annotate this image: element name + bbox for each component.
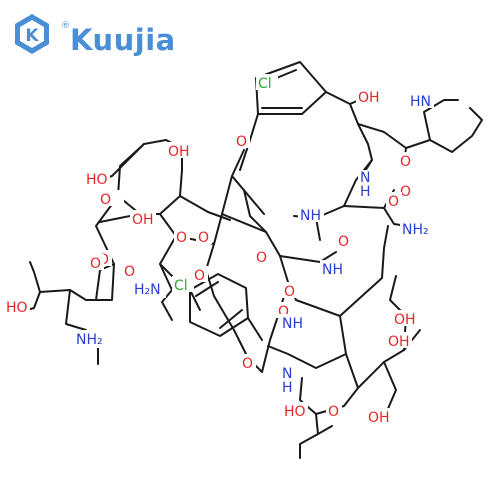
svg-text:Cl: Cl [174, 278, 188, 294]
svg-text:O: O [242, 356, 253, 372]
svg-text:H: H [282, 380, 293, 396]
svg-text:K: K [25, 26, 39, 46]
atom-o6: O [254, 248, 270, 266]
atom-ho-sugar1: HO [84, 170, 110, 188]
atom-oh4: OH [130, 210, 156, 228]
atom-h2n-sugar: H₂N [132, 280, 166, 298]
svg-text:HO: HO [86, 172, 108, 188]
atom-nh2-sugar2: NH₂ [74, 330, 108, 348]
atom-o1-top: O [234, 132, 250, 150]
svg-text:HN: HN [410, 94, 431, 110]
atom-nh4: NH [280, 314, 306, 332]
atom-oh7: OH [392, 310, 418, 328]
atom-o17: O [326, 402, 342, 420]
svg-text:Cl: Cl [258, 76, 272, 92]
atom-ho-acid: HO [282, 402, 308, 420]
svg-text:O: O [388, 194, 399, 210]
svg-text:HO: HO [6, 300, 28, 316]
atom-nh2-amide: NH₂ [400, 220, 434, 238]
atom-nh-right2: NH [320, 260, 346, 278]
svg-text:O: O [90, 256, 101, 272]
svg-text:H: H [360, 184, 371, 200]
atom-nh-mid: NH [298, 206, 324, 224]
svg-text:OH: OH [368, 410, 390, 426]
logo-registered-mark: ® [61, 21, 70, 31]
atom-ho-sugar2: HO [4, 298, 30, 316]
atom-oh11: OH [366, 408, 392, 426]
svg-text:OH: OH [394, 312, 416, 328]
atom-nh-right: N H [358, 170, 374, 200]
atom-o4: O [336, 232, 352, 250]
atom-oh-sugar-top: OH [166, 142, 192, 160]
atom-o7: O [282, 282, 298, 300]
svg-text:NH: NH [322, 262, 343, 278]
atom-cl2: Cl [172, 276, 194, 294]
svg-text:O: O [278, 304, 289, 320]
logo-hexagon-icon: K [15, 14, 49, 54]
svg-text:NH₂: NH₂ [402, 222, 429, 238]
atom-oh8: OH [386, 332, 412, 350]
svg-text:O: O [400, 184, 411, 200]
svg-text:N: N [282, 366, 292, 382]
atom-o13-ring2: O [88, 254, 104, 272]
svg-text:O: O [400, 154, 411, 170]
atom-cl1: Cl [256, 74, 278, 92]
svg-text:H₂N: H₂N [134, 282, 161, 298]
atom-o11-ring: O [122, 262, 138, 280]
atom-hn1: HN [408, 92, 434, 110]
svg-text:O: O [124, 264, 135, 280]
logo-text: Kuujia [70, 23, 176, 57]
svg-text:OH: OH [388, 334, 410, 350]
svg-text:O: O [236, 134, 247, 150]
atom-ho-ring2: O [98, 190, 124, 208]
svg-text:HO: HO [284, 404, 306, 420]
atom-o5-amide: O [386, 192, 402, 210]
svg-text:O: O [256, 250, 267, 266]
atom-o3-amide: O [398, 152, 414, 170]
svg-text:NH: NH [300, 208, 321, 224]
svg-text:OH: OH [168, 144, 190, 160]
atom-o12: O [192, 266, 208, 284]
svg-text:O: O [198, 230, 209, 246]
svg-text:OH: OH [358, 90, 380, 106]
kuujia-logo: K ® Kuujia [10, 12, 180, 57]
svg-text:O: O [328, 404, 339, 420]
atom-labels: Cl OH HN O OH N H O O [4, 74, 434, 426]
atom-o15: O [240, 354, 256, 372]
svg-text:O: O [284, 284, 295, 300]
svg-text:O: O [176, 230, 187, 246]
svg-text:O: O [194, 268, 205, 284]
svg-text:NH₂: NH₂ [76, 332, 103, 348]
atom-o9-sugar: O [174, 228, 190, 246]
atom-o8-sugar: O [196, 228, 212, 246]
svg-text:N: N [360, 170, 370, 186]
svg-text:NH: NH [282, 316, 303, 332]
svg-text:OH: OH [132, 212, 154, 228]
atom-nh6: N H [280, 364, 296, 396]
svg-text:O: O [100, 192, 111, 208]
atom-oh1: OH [356, 88, 382, 106]
svg-text:O: O [338, 234, 349, 250]
